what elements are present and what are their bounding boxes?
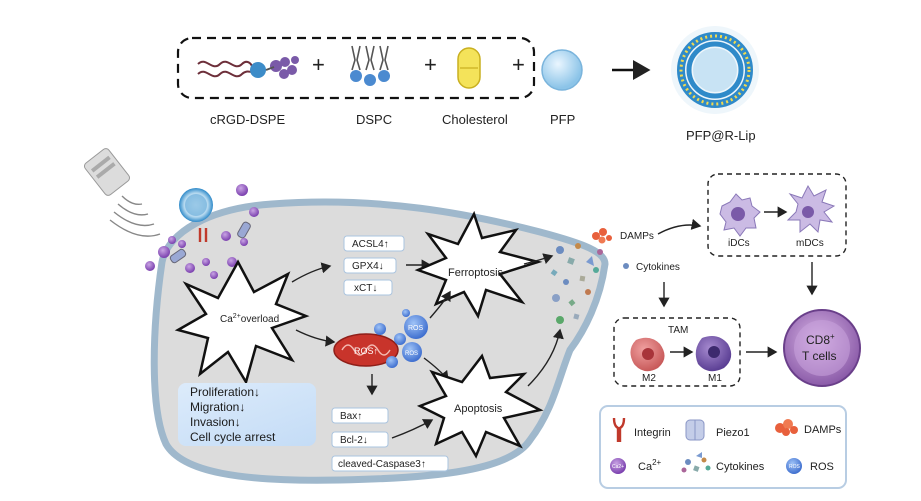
piezo1-channels [169, 221, 251, 264]
bax-label: Bax↑ [340, 411, 362, 422]
effect-cell-cycle: Cell cycle arrest [190, 430, 276, 444]
pfp-r-lip-liposome-icon [671, 26, 759, 114]
ferroptosis-burst [414, 210, 543, 320]
label-crgd-dspe: cRGD-DSPE [210, 112, 285, 127]
bcl2-box [331, 431, 389, 448]
t-cells-label: T cells [802, 349, 836, 363]
legend-box [599, 405, 847, 489]
caspase3-box [331, 455, 449, 472]
mdcs-label: mDCs [796, 238, 824, 249]
ultrasound-waves [109, 195, 161, 237]
integrin-icon [612, 417, 626, 442]
components-dashed-box [176, 36, 536, 100]
damps-label: DAMPs [620, 231, 654, 242]
gpx4-box [343, 257, 397, 274]
apoptosis-burst [416, 353, 544, 459]
integrin-receptor [198, 228, 208, 242]
dspc-icon [350, 45, 390, 86]
crgd-dspe-icon [197, 56, 299, 79]
plus-1: + [312, 52, 325, 77]
arrow-to-ferro-markers [291, 262, 332, 283]
plus-2: + [424, 52, 437, 77]
ros-bubble-label-medium: ROS [405, 351, 418, 357]
cytokine-dot [623, 263, 629, 269]
arrow-markers-to-apoptosis [391, 419, 434, 439]
plus-3: + [512, 52, 525, 77]
arrow-ferroptosis-to-debris [523, 253, 554, 265]
legend-piezo1-label: Piezo1 [716, 427, 750, 439]
mdc-cell-icon [786, 184, 836, 234]
bax-box [331, 407, 389, 424]
idcs-label: iDCs [728, 238, 750, 249]
ferroptosis-label: Ferroptosis [448, 267, 504, 279]
idc-cell-icon [719, 193, 761, 237]
m1-label: M1 [708, 373, 722, 384]
acsl4-label: ACSL4↑ [352, 239, 389, 250]
ros-bubbles [374, 309, 428, 368]
ca-ion-icon [610, 458, 626, 474]
apoptosis-label: Apoptosis [454, 403, 503, 415]
ca-overload-burst [174, 259, 310, 386]
legend-ca-label: Ca2+ [638, 458, 662, 473]
effect-proliferation: Proliferation↓ [190, 385, 261, 399]
m2-label: M2 [642, 373, 656, 384]
arrow-to-mitochondria [295, 329, 336, 347]
legend-damps-label: DAMPs [804, 424, 842, 436]
arrow-apoptosis-to-debris [527, 328, 564, 387]
m2-macrophage-icon [630, 337, 665, 372]
ros-increase-label: ROS↑ [354, 346, 378, 356]
ultrasound-probe-icon [83, 148, 131, 196]
legend-integrin-label: Integrin [634, 427, 671, 439]
cell-effects-box: Proliferation↓ Migration↓ Invasion↓ Cell… [178, 383, 316, 446]
label-cholesterol: Cholesterol [442, 112, 508, 127]
ros-icon [786, 458, 802, 474]
caspase3-label: cleaved-Caspase3↑ [338, 459, 426, 470]
ca-ion-icon-text: Ca2+ [612, 464, 624, 470]
legend-cytokines-label: Cytokines [716, 461, 765, 473]
label-pfp-r-lip: PFP@R-Lip [686, 128, 756, 143]
tam-label: TAM [668, 325, 688, 336]
arrow-damps-to-dcs [657, 218, 702, 235]
ca-ions [145, 184, 259, 279]
cd8-t-cell-icon [783, 309, 861, 387]
damps-cluster-icon [592, 228, 612, 244]
xct-box [343, 279, 393, 296]
effect-migration: Migration↓ [190, 400, 246, 414]
ros-icon-text: ROS [789, 464, 801, 470]
arrow-ros-to-ferroptosis [429, 290, 451, 319]
cholesterol-icon [457, 47, 481, 89]
bcl2-label: Bcl-2↓ [340, 435, 368, 446]
damps-icon [775, 419, 798, 436]
cytokines-icon [681, 452, 711, 473]
membrane-liposome-icon [179, 188, 213, 222]
m1-macrophage-icon [695, 336, 732, 372]
ca-overload-label: Ca2+overload [220, 313, 279, 325]
ros-bubble-label-large: ROS [408, 325, 424, 332]
acsl4-box [343, 235, 405, 252]
dc-dashed-box [707, 173, 847, 257]
label-pfp: PFP [550, 112, 575, 127]
effect-invasion: Invasion↓ [190, 415, 241, 429]
piezo1-icon [685, 419, 705, 441]
cytokines-label: Cytokines [636, 262, 680, 273]
xct-label: xCT↓ [354, 283, 377, 294]
cd8-label: CD8+ [806, 332, 835, 347]
legend-ros-label: ROS [810, 461, 834, 473]
released-debris [550, 243, 603, 324]
tam-dashed-box [613, 317, 741, 387]
pfp-icon [541, 49, 583, 91]
label-dspc: DSPC [356, 112, 392, 127]
mitochondria-icon [333, 333, 399, 367]
gpx4-label: GPX4↓ [352, 261, 384, 272]
